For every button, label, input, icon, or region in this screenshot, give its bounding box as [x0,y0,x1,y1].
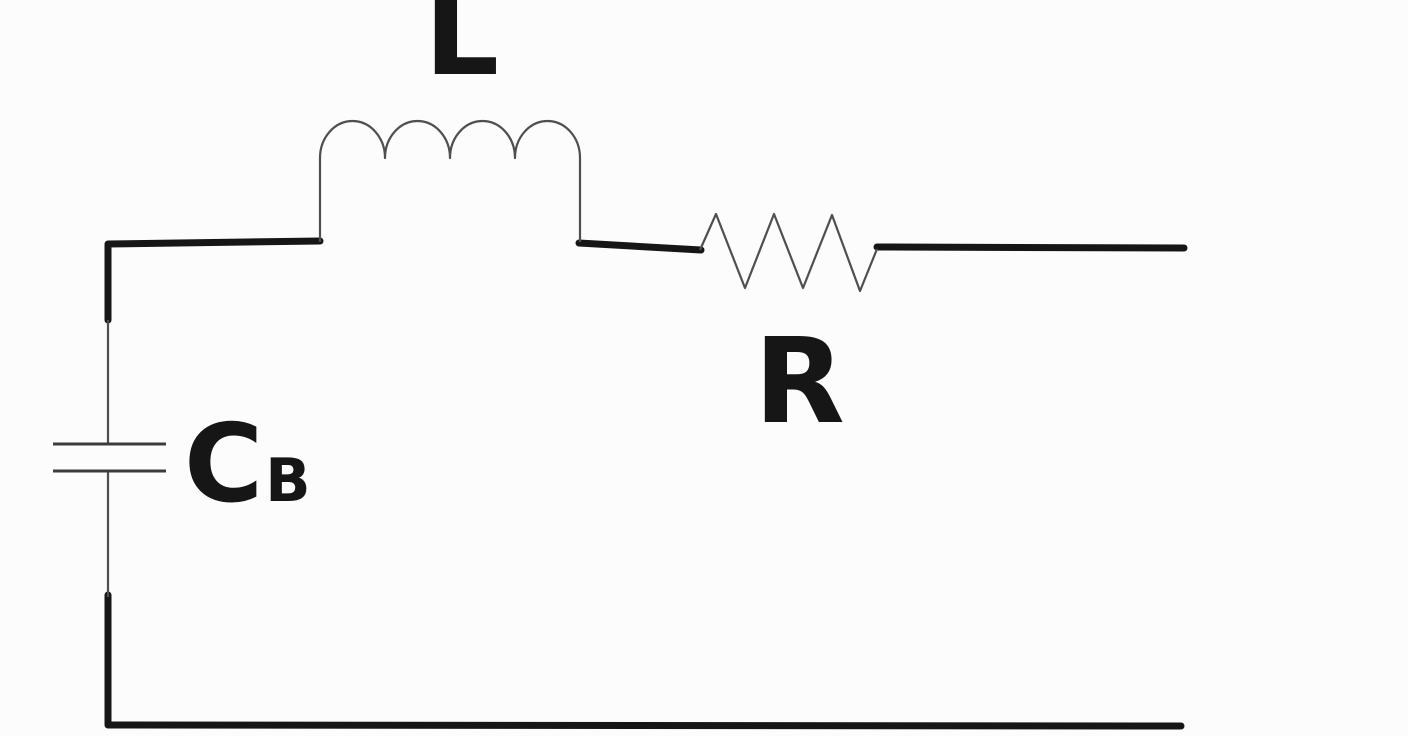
wire-bottom [104,591,1185,730]
wire-top-left [104,237,324,324]
capacitor-label: CB [184,411,311,519]
resistor-symbol [698,212,879,293]
wires [104,237,1188,730]
capacitor-symbol [53,442,166,473]
wire-inductor-to-resistor [575,239,705,254]
capacitor-label-subscript: B [265,447,311,516]
resistor-label: R [754,312,845,450]
components [106,119,879,597]
inductor-label: L [424,0,500,102]
capacitor-label-main: C [184,402,264,527]
wire-resistor-to-right [873,243,1188,252]
inductor-symbol [318,119,582,242]
